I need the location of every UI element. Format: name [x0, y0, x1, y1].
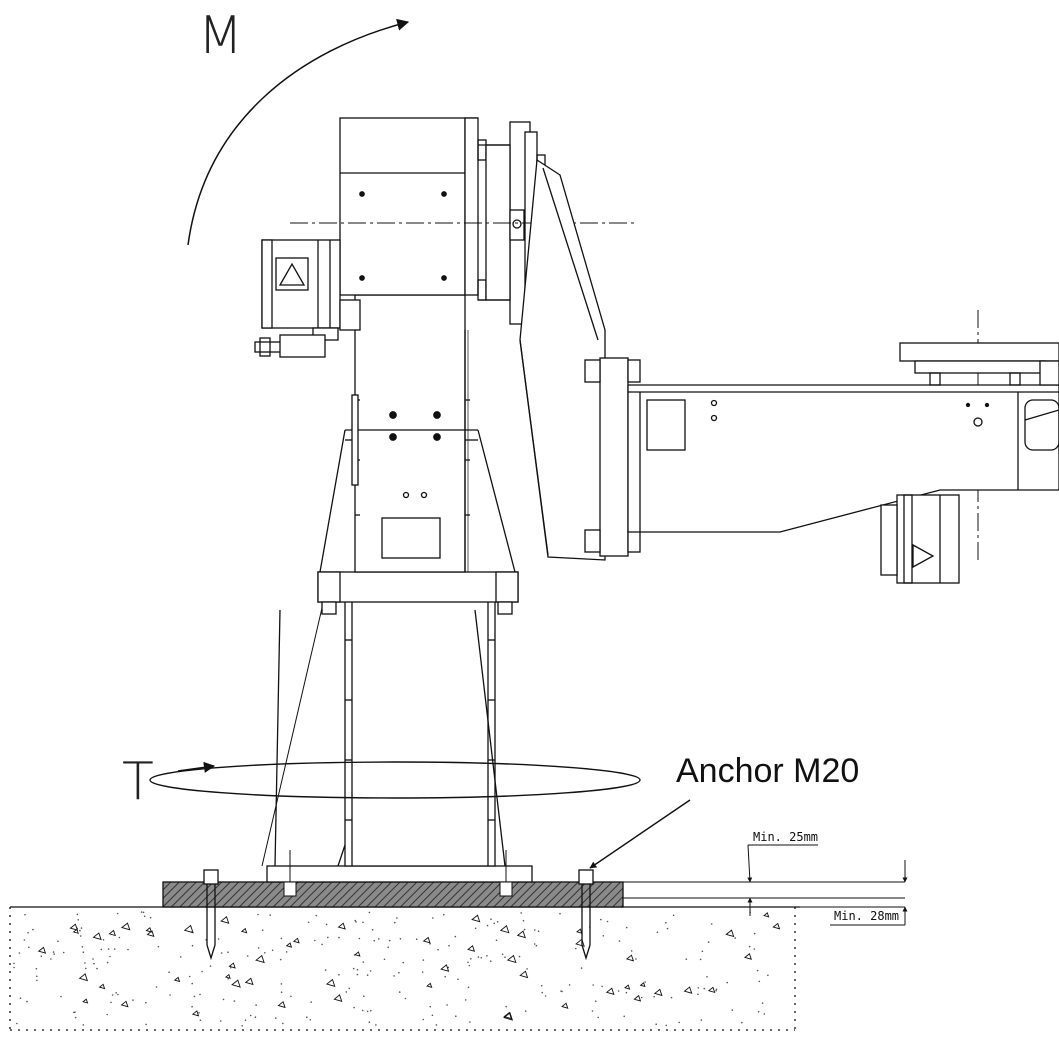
moment-arrow	[187, 18, 410, 246]
dimension-label-bottom: Min. 28mm	[834, 909, 900, 923]
anchor-bolt-left	[203, 869, 219, 961]
swing-arm	[519, 158, 606, 561]
arm-flange	[584, 357, 641, 557]
concrete-floor	[9, 906, 800, 1031]
anchor-leader	[589, 799, 691, 869]
motor-lower	[880, 494, 960, 584]
dimension-label-top: Min. 25mm	[753, 830, 819, 844]
dimension-lines	[747, 844, 908, 926]
head-gearbox	[339, 117, 487, 301]
concrete-aggregate	[13, 911, 781, 1027]
moment-label: M	[198, 6, 243, 66]
anchor-label: Anchor M20	[676, 752, 860, 790]
motor-left	[254, 239, 361, 358]
anchor-bolt-right	[578, 869, 594, 961]
middle-flange	[317, 571, 519, 615]
horizontal-arm	[627, 384, 1059, 533]
torque-arrow	[149, 761, 641, 799]
lower-column	[261, 599, 506, 867]
rotary-table	[899, 342, 1059, 386]
upper-column	[319, 294, 516, 573]
base-plate	[266, 865, 533, 883]
grout-layer	[162, 881, 624, 908]
torque-label: T	[122, 752, 154, 812]
